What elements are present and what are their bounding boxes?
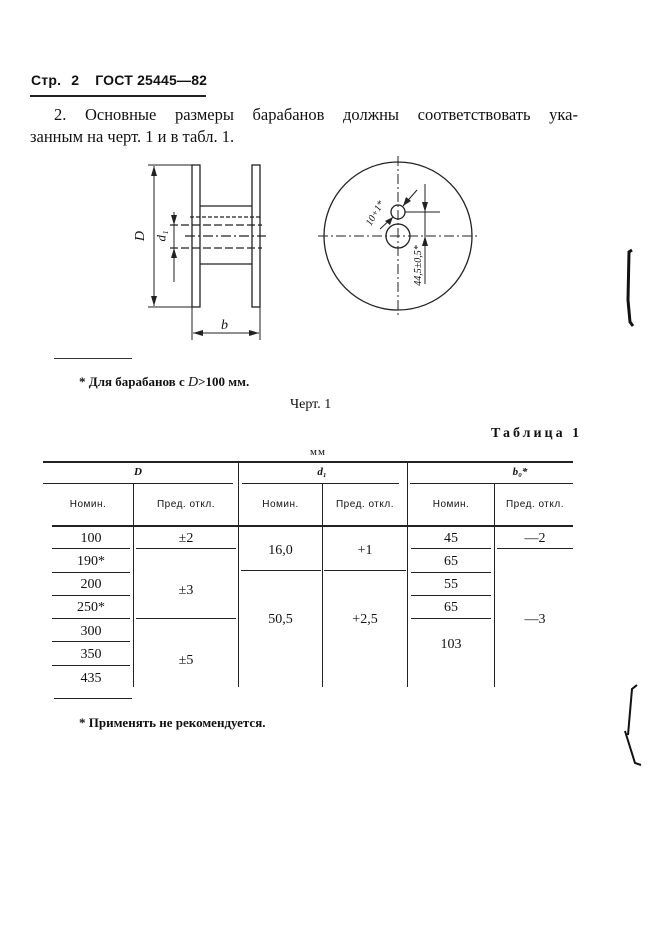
col-divider-5 xyxy=(494,484,495,687)
page-label: Стр. xyxy=(31,72,62,88)
group-rule-D xyxy=(43,483,233,484)
cell-D-nominal: 350 xyxy=(80,647,102,662)
page-number: 2 xyxy=(71,72,80,88)
col-header-D-nominal: Номин. xyxy=(69,499,107,510)
drawing-footnote-text: * Для барабанов с xyxy=(79,374,188,389)
col-divider-2 xyxy=(238,463,239,687)
row-rule xyxy=(497,548,573,549)
col-divider-3 xyxy=(322,484,323,687)
figure-caption: Черт. 1 xyxy=(290,397,332,412)
cell-b-nominal: 55 xyxy=(444,577,458,592)
table-title: Таблица 1 xyxy=(491,426,583,441)
row-rule xyxy=(52,641,130,642)
body-paragraph: 2. Основные размеры барабанов должны соо… xyxy=(30,104,578,148)
group-header-D: D xyxy=(134,466,142,478)
col-divider-4 xyxy=(407,463,408,687)
cell-b-nominal: 103 xyxy=(440,637,462,652)
row-rule xyxy=(52,595,130,596)
row-rule xyxy=(241,570,321,571)
drawing-footnote: * Для барабанов с D>100 мм. xyxy=(79,374,249,391)
label-d1: d₁ xyxy=(153,230,169,242)
row-rule xyxy=(136,618,236,619)
page-header: Стр. 2 ГОСТ 25445—82 xyxy=(31,72,217,88)
group-header-b: b₀* xyxy=(512,466,528,478)
cell-d1-nominal: 16,0 xyxy=(268,543,293,558)
standard-number: ГОСТ 25445—82 xyxy=(95,72,208,88)
row-rule xyxy=(52,665,130,666)
col-divider-1 xyxy=(133,484,134,687)
row-rule xyxy=(52,618,130,619)
spool-side-view-drawing xyxy=(148,156,478,340)
col-header-b-nominal: Номин. xyxy=(432,499,470,510)
row-rule xyxy=(411,572,491,573)
cell-D-nominal: 200 xyxy=(80,577,102,592)
paragraph-line-2: занным на черт. 1 и в табл. 1. xyxy=(30,127,235,146)
drawing-footnote-var: D xyxy=(187,375,199,390)
cell-D-nominal: 300 xyxy=(80,624,102,639)
cell-d1-nominal: 50,5 xyxy=(268,612,293,627)
cell-D-tolerance: ±3 xyxy=(178,583,194,598)
table-units: мм xyxy=(310,446,326,458)
table-footnote: * Применять не рекомендуется. xyxy=(79,715,266,730)
cell-d1-tolerance: +2,5 xyxy=(352,612,378,627)
cell-D-tolerance: ±2 xyxy=(178,531,194,546)
cell-D-nominal: 100 xyxy=(80,531,102,546)
label-D: D xyxy=(133,230,149,242)
scan-artifact-mark xyxy=(626,248,635,327)
group-header-d1: d₁ xyxy=(317,466,327,478)
scan-artifact-bracket xyxy=(624,684,642,766)
row-rule xyxy=(52,572,130,573)
cell-D-nominal: 250* xyxy=(77,600,105,615)
cell-b-tolerance: —3 xyxy=(524,612,546,627)
drawing-footnote-rest: >100 мм. xyxy=(198,374,250,389)
cell-D-nominal: 190* xyxy=(77,554,105,569)
label-hole-offset: 44,5±0,5* xyxy=(412,245,424,286)
group-rule-d1 xyxy=(242,483,399,484)
group-rule-b xyxy=(410,483,573,484)
cell-b-nominal: 45 xyxy=(444,531,458,546)
row-rule xyxy=(52,548,130,549)
label-b: b xyxy=(221,318,228,333)
row-rule xyxy=(411,595,491,596)
cell-D-tolerance: ±5 xyxy=(178,653,194,668)
row-rule xyxy=(324,570,406,571)
cell-b-nominal: 65 xyxy=(444,554,458,569)
col-header-b-tolerance: Пред. откл. xyxy=(505,499,564,510)
cell-b-nominal: 65 xyxy=(444,600,458,615)
footnote-rule xyxy=(54,358,132,359)
header-rule xyxy=(30,95,206,97)
row-rule xyxy=(136,548,236,549)
cell-d1-tolerance: +1 xyxy=(357,543,373,558)
table-end-rule xyxy=(54,698,132,699)
paragraph-line-1: 2. Основные размеры барабанов должны соо… xyxy=(54,105,578,124)
cell-D-nominal: 435 xyxy=(80,671,102,686)
row-rule xyxy=(411,548,491,549)
col-header-d1-nominal: Номин. xyxy=(262,499,299,510)
cell-b-tolerance: —2 xyxy=(524,531,546,546)
header-bottom-rule xyxy=(52,525,573,527)
table-top-rule xyxy=(43,461,573,463)
col-header-D-tolerance: Пред. откл. xyxy=(156,499,215,510)
col-header-d1-tolerance: Пред. откл. xyxy=(335,499,394,510)
row-rule xyxy=(411,618,491,619)
